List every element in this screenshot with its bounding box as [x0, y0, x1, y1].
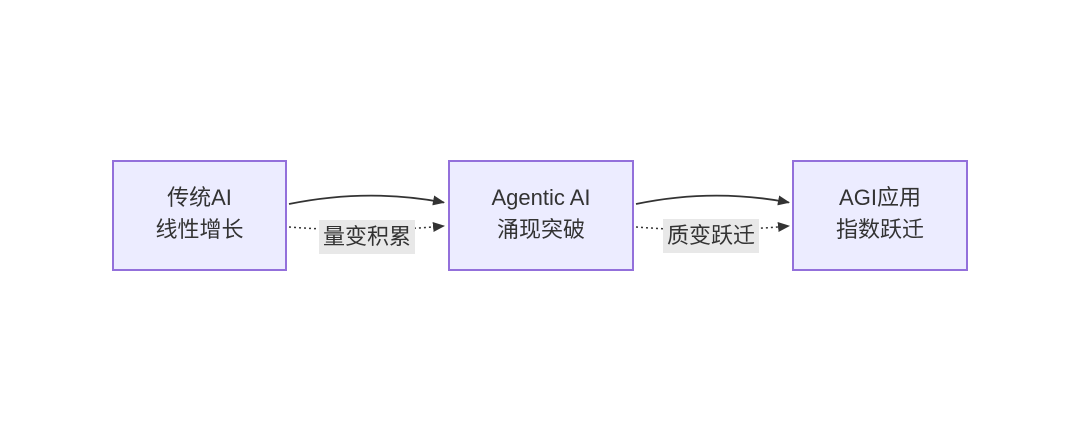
edge-label-quantitative: 量变积累 [318, 220, 416, 254]
node-line1: 传统AI [167, 184, 232, 210]
node-line1: Agentic AI [491, 184, 591, 210]
node-agentic-ai: Agentic AI 涌现突破 [448, 160, 634, 271]
edge-solid-1 [288, 194, 445, 206]
edge-label-qualitative: 质变跃迁 [662, 219, 760, 253]
node-line2: 线性增长 [155, 216, 244, 242]
node-line2: 涌现突破 [496, 216, 585, 242]
node-line2: 指数跃迁 [835, 216, 924, 242]
edge-solid-2 [635, 194, 790, 206]
node-line1: AGI应用 [839, 184, 921, 210]
node-agi-app: AGI应用 指数跃迁 [792, 160, 968, 271]
node-traditional-ai: 传统AI 线性增长 [112, 160, 287, 271]
